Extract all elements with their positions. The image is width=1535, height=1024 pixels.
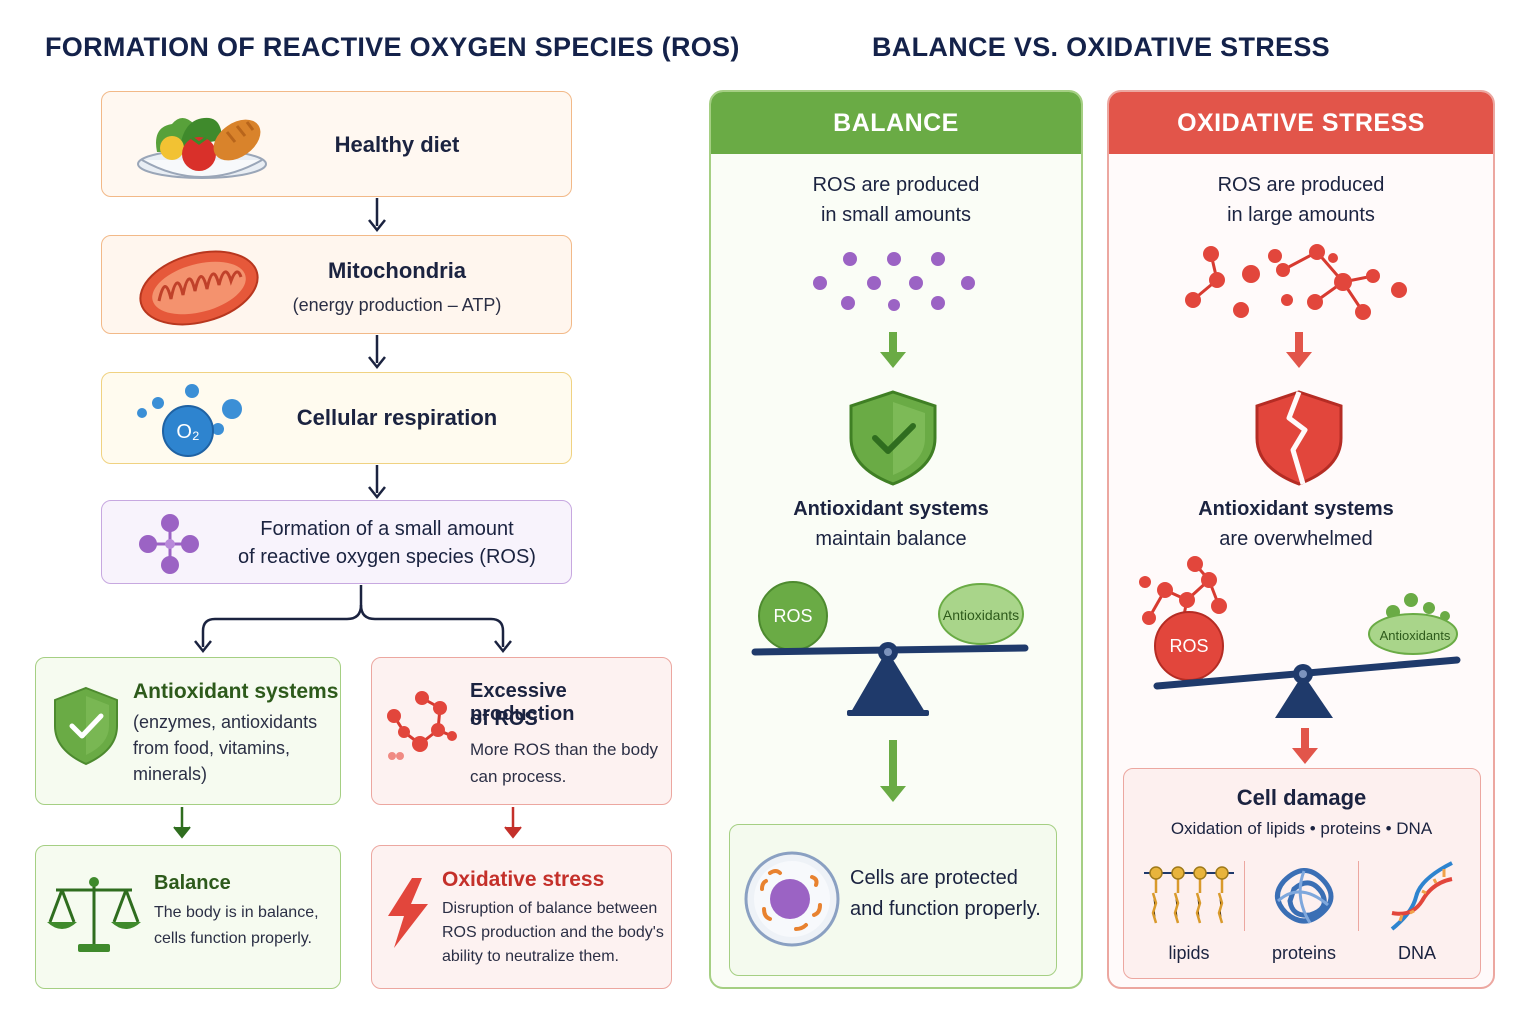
stress-arrow-2 [1292, 728, 1318, 764]
step-healthy-diet: Healthy diet [101, 91, 572, 197]
oxygen-molecule-icon: O₂ [137, 384, 242, 457]
stress-arrow-1 [1286, 332, 1312, 368]
damage-title: Cell damage [1236, 785, 1367, 810]
step-cellular-respiration: O₂ Cellular respiration [101, 372, 572, 464]
mito-title: Mitochondria [327, 258, 467, 283]
cell-line1: Cells are protected [850, 867, 1018, 889]
excessive-ros-box: Excessive production of ROS More ROS tha… [371, 657, 672, 805]
oxidative-stress-box: Oxidative stress Disruption of balance b… [371, 845, 672, 989]
balance-arrow-1 [880, 332, 906, 368]
stress-title: Oxidative stress [442, 868, 605, 891]
balance-line1: The body is in balance, [154, 904, 319, 921]
ros-formation-line2: of reactive oxygen species (ROS) [238, 546, 536, 568]
stress-scale-ros: ROS [1169, 636, 1208, 656]
mito-sub: (energy production – ATP) [292, 295, 502, 315]
antioxidant-systems-box: Antioxidant systems (enzymes, antioxidan… [35, 657, 341, 805]
damage-item-lipids: lipids [1168, 943, 1210, 963]
stress-scale-antioxidants: Antioxidants [1380, 628, 1451, 643]
divider [1244, 861, 1245, 931]
flow-arrow-3 [368, 465, 386, 500]
balance-ros-line2: in small amounts [820, 204, 972, 226]
balance-anti-line1: Antioxidant systems [793, 498, 989, 520]
large-ros-cluster [1185, 244, 1407, 320]
small-ros-dots [813, 252, 975, 311]
damage-sub: Oxidation of lipids • proteins • DNA [1170, 819, 1433, 838]
damage-item-dna: DNA [1397, 943, 1436, 963]
flow-arrow-1 [368, 198, 386, 233]
balance-panel: BALANCE ROS are produced in small amount… [709, 90, 1083, 989]
excess-title1: Excessive production [470, 680, 575, 725]
antioxidant-line2: from food, vitamins, [133, 738, 291, 758]
lightning-icon [388, 878, 428, 948]
ros-molecule-icon [139, 514, 199, 574]
ros-cluster-icon [387, 691, 457, 760]
proteins-icon [1275, 868, 1334, 924]
cell-icon [744, 851, 840, 947]
balance-line2: cells function properly. [154, 930, 312, 947]
balance-arrow-2 [880, 740, 906, 802]
stress-line1: Disruption of balance between [442, 900, 658, 917]
balance-ros-line1: ROS are produced [812, 174, 980, 196]
right-title: BALANCE VS. OXIDATIVE STRESS [872, 32, 1330, 62]
stress-ros-line2: in large amounts [1227, 204, 1375, 226]
balance-anti-line2: maintain balance [815, 528, 967, 550]
antioxidant-title: Antioxidant systems [133, 680, 339, 703]
diet-label: Healthy diet [334, 132, 460, 157]
stress-ros-line1: ROS are produced [1217, 174, 1385, 196]
level-scale-icon: ROS Antioxidants [751, 581, 1029, 716]
oxidative-stress-panel: OXIDATIVE STRESS ROS are produced in lar… [1107, 90, 1495, 989]
o2-label: O₂ [176, 421, 199, 443]
flow-arrow-2 [368, 335, 386, 370]
balance-scale-antioxidants: Antioxidants [943, 607, 1019, 623]
left-title: FORMATION OF REACTIVE OXYGEN SPECIES (RO… [45, 32, 740, 62]
stress-line3: ability to neutralize them. [442, 948, 619, 965]
shield-check-icon [54, 686, 118, 766]
stress-anti-line2: are overwhelmed [1219, 528, 1373, 550]
excess-title2: of ROS [470, 708, 538, 730]
antioxidant-line1: (enzymes, antioxidants [133, 712, 318, 732]
divider [1358, 861, 1359, 931]
balance-scale-ros: ROS [773, 606, 812, 626]
lipids-icon [1144, 866, 1234, 924]
step-mitochondria: Mitochondria (energy production – ATP) [101, 235, 572, 334]
salad-bowl-icon [137, 117, 267, 179]
antioxidant-line3: minerals) [133, 764, 208, 784]
balance-box: Balance The body is in balance, cells fu… [35, 845, 341, 989]
stress-panel-header: OXIDATIVE STRESS [1109, 92, 1493, 154]
dna-icon [1390, 861, 1453, 931]
arrow-to-balance [173, 807, 191, 839]
cell-line2: and function properly. [850, 898, 1041, 920]
cell-damage-card: Cell damage Oxidation of lipids • protei… [1123, 768, 1481, 979]
excess-line1: More ROS than the body [470, 740, 659, 759]
excess-line2: can process. [470, 767, 567, 786]
stress-line2: ROS production and the body's [442, 924, 664, 941]
tilted-scale-icon: ROS Antioxidants [1139, 556, 1461, 718]
damage-item-proteins: proteins [1271, 943, 1337, 963]
protected-cell-card: Cells are protected and function properl… [729, 824, 1057, 976]
shield-check-icon-large [849, 390, 937, 486]
ros-formation-line1: Formation of a small amount [260, 518, 514, 540]
broken-shield-icon [1255, 390, 1343, 486]
step-ros-formation: Formation of a small amount of reactive … [101, 500, 572, 584]
arrow-to-stress [504, 807, 522, 839]
balance-panel-header: BALANCE [711, 92, 1081, 154]
stress-anti-line1: Antioxidant systems [1198, 498, 1394, 520]
scales-icon [47, 877, 141, 952]
respiration-label: Cellular respiration [296, 405, 498, 430]
mitochondria-icon [139, 250, 259, 326]
split-arrow [194, 585, 512, 654]
balance-title: Balance [154, 872, 231, 894]
